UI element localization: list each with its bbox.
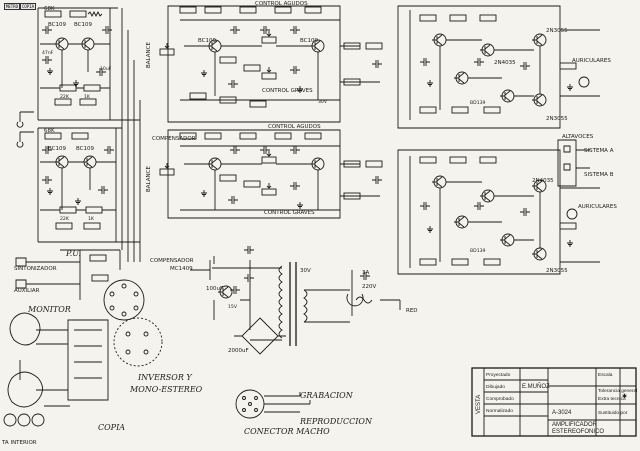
label-vcc-top: 30V bbox=[318, 99, 328, 105]
connector-macho: CONECTOR MACHO GRABACION REPRODUCCION bbox=[235, 389, 373, 436]
label-grabacion: GRABACION bbox=[300, 391, 354, 400]
label-inversor: INVERSOR Y bbox=[137, 373, 192, 382]
label-balance-top: BALANCE bbox=[146, 42, 152, 68]
tone-control-bottom: CONTROL AGUDOS CONTROL GRAVES BALANCE CO… bbox=[146, 124, 383, 264]
label-vcc-psu: 30V bbox=[300, 268, 311, 274]
title-line-2: ESTEREOFONICO bbox=[552, 429, 604, 435]
label-cap-2000-a: 100uF bbox=[206, 286, 223, 292]
title-tolerancia: Tolerancia general bbox=[598, 388, 637, 394]
title-drawing-no: A-3024 bbox=[552, 410, 572, 416]
preamp-channel-1: 68K BC109 BC109 22K 1K 10uF 47nF bbox=[16, 6, 140, 128]
label-v15: 15V bbox=[228, 304, 238, 310]
label-220v: 220V bbox=[362, 284, 376, 290]
title-org: VESTA bbox=[476, 395, 482, 414]
label-compensador-top: COMPENSADOR bbox=[152, 136, 196, 142]
label-2n3055-top-a: 2N3055 bbox=[546, 28, 568, 34]
header-badge-left: METRO bbox=[4, 3, 20, 10]
label-altavoces: ALTAVOCES bbox=[562, 134, 594, 140]
tone-control-top: CONTROL AGUDOS CONTROL GRAVES BALANCE CO… bbox=[146, 1, 383, 142]
label-2n4035-bottom: 2N4035 bbox=[532, 178, 554, 184]
label-auriculares-top: AURICULARES bbox=[572, 58, 611, 64]
label-mono-estereo: MONO-ESTEREO bbox=[129, 385, 203, 394]
label-transistor-3: BC109 bbox=[48, 146, 67, 152]
label-bd139-top: BD139 bbox=[470, 100, 486, 106]
label-bd139-bottom: BD139 bbox=[470, 248, 486, 254]
label-res-22k-b: 22K bbox=[60, 216, 70, 222]
label-fuse: 3A bbox=[362, 270, 369, 276]
label-control-graves-top: CONTROL GRAVES bbox=[262, 88, 313, 94]
label-mc1409: MC1409 bbox=[170, 266, 193, 272]
label-sistema-b: SISTEMA B bbox=[584, 172, 614, 178]
power-amp-top: 2N3055 2N3055 2N4035 BD139 AURICULARES bbox=[397, 5, 611, 129]
label-reproduccion: REPRODUCCION bbox=[299, 417, 373, 426]
label-2n3055-top-b: 2N3055 bbox=[546, 116, 568, 122]
preamp-channel-2: 68K BC109 BC109 22K 1K bbox=[16, 127, 140, 243]
title-row2-value: E.MUÑOZ bbox=[522, 383, 550, 390]
title-star: ✱ bbox=[622, 393, 627, 400]
label-monitor: MONITOR bbox=[27, 305, 71, 314]
title-escala: Escala bbox=[598, 372, 613, 378]
label-balance-bottom: BALANCE bbox=[146, 166, 152, 192]
label-control-graves-bottom: CONTROL GRAVES bbox=[264, 210, 315, 216]
label-t-top-1: BC109 bbox=[198, 38, 217, 44]
title-row4-label: Normalizado bbox=[486, 408, 513, 414]
label-res-68k: 68K bbox=[44, 6, 55, 12]
label-sistema-a: SISTEMA A bbox=[584, 148, 614, 154]
label-transistor-1: BC109 bbox=[48, 22, 67, 28]
label-cap-2000-b: 2000uF bbox=[228, 348, 249, 354]
power-supply: 30V 3A 220V RED 100uF 2000uF MC1409 15V bbox=[170, 245, 418, 355]
title-row1-label: Proyectado bbox=[486, 372, 511, 378]
label-pu: P.U. bbox=[65, 249, 81, 258]
title-row2-label: Dibujado bbox=[486, 384, 505, 390]
title-block: VESTA Proyectado Dibujado E.MUÑOZ Compro… bbox=[471, 367, 637, 437]
label-sintonizador: SINTONIZADOR bbox=[14, 266, 57, 272]
label-res-22k: 22K bbox=[60, 94, 70, 100]
bus-lines bbox=[121, 8, 141, 262]
label-t-top-2: BC109 bbox=[300, 38, 319, 44]
label-res-1k: 1K bbox=[84, 94, 91, 100]
label-red: RED bbox=[406, 308, 418, 314]
label-compensador-bottom: COMPENSADOR bbox=[150, 258, 194, 264]
title-line-1: AMPLIFICADOR bbox=[552, 422, 598, 428]
label-transistor-2: BC109 bbox=[74, 22, 93, 28]
header-badge-right: COPIA bbox=[20, 3, 36, 10]
label-copia: COPIA bbox=[98, 423, 125, 432]
speaker-switch: ALTAVOCES SISTEMA A SISTEMA B bbox=[557, 134, 614, 187]
label-2n3055-bottom: 2N3055 bbox=[546, 268, 568, 274]
power-amp-bottom: 2N4035 2N3055 BD139 AURICULARES bbox=[397, 149, 617, 275]
label-2n4035-top: 2N4035 bbox=[494, 60, 516, 66]
label-bottom-note: TA INTERIOR bbox=[1, 440, 37, 446]
label-auriculares-bottom: AURICULARES bbox=[578, 204, 617, 210]
label-res-68k-b: 68K bbox=[44, 128, 55, 134]
title-extra: Extra tecnica bbox=[598, 396, 626, 402]
input-selector: P.U. SINTONIZADOR AUXILIAR MONITOR COPIA… bbox=[1, 249, 203, 446]
label-conector-macho: CONECTOR MACHO bbox=[244, 427, 330, 436]
title-row3-label: Comprobado bbox=[486, 396, 514, 402]
label-control-agudos-bottom: CONTROL AGUDOS bbox=[268, 124, 321, 130]
title-sustituye: Sustituido por bbox=[598, 410, 628, 416]
label-auxiliar: AUXILIAR bbox=[14, 288, 40, 294]
label-control-agudos-top: CONTROL AGUDOS bbox=[255, 1, 308, 7]
label-transistor-4: BC109 bbox=[76, 146, 95, 152]
label-res-1k-b: 1K bbox=[88, 216, 95, 222]
label-cap-47: 47nF bbox=[42, 50, 54, 56]
label-cap-10uf: 10uF bbox=[100, 66, 112, 72]
